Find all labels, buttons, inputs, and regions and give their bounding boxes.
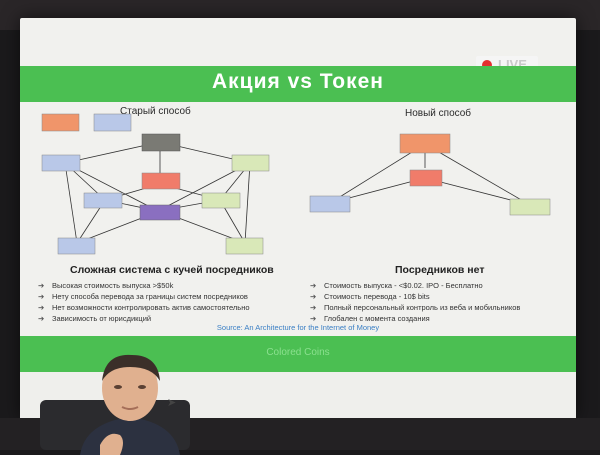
title-bar xyxy=(20,66,576,102)
arrow-icon: ➔ xyxy=(38,281,45,290)
diagram-node xyxy=(141,133,181,152)
diagram-node xyxy=(231,154,270,172)
list-item: ➔Полный персональный контроль из веба и … xyxy=(310,303,521,312)
new-way-heading: Новый способ xyxy=(405,108,472,119)
new-way-caption: Посредников нет xyxy=(395,264,485,276)
arrow-icon: ➔ xyxy=(310,281,317,290)
arrow-icon: ➔ xyxy=(310,292,317,301)
arrow-icon: ➔ xyxy=(38,314,45,323)
diagram-node xyxy=(57,237,96,255)
old-way-heading: Старый способ xyxy=(120,106,191,117)
arrow-icon: ➔ xyxy=(310,303,317,312)
presenter-person xyxy=(80,354,180,455)
list-item: ➔Нет возможности контролировать актив са… xyxy=(38,303,250,312)
diagram-node xyxy=(509,198,551,216)
old-way-caption: Сложная система с кучей посредников xyxy=(70,264,274,276)
diagram-node xyxy=(93,113,132,132)
diagram-node xyxy=(139,204,181,221)
diagram-node xyxy=(83,192,123,209)
diagram-node xyxy=(141,172,181,190)
diagram-node xyxy=(399,133,451,154)
arrow-icon: ➔ xyxy=(38,292,45,301)
diagram-node xyxy=(201,192,241,209)
list-item: ➔Нету способа перевода за границы систем… xyxy=(38,292,248,301)
list-item: ➔Глобален с момента создания xyxy=(310,314,430,323)
list-item: ➔Высокая стоимость выпуска >$50k xyxy=(38,281,174,290)
arrow-icon: ➔ xyxy=(310,314,317,323)
mouse-cursor-icon: ➤ xyxy=(167,397,177,409)
new-way-connections xyxy=(329,143,531,206)
list-item: ➔Зависимость от юрисдикций xyxy=(38,314,152,323)
old-way-bullets: ➔Высокая стоимость выпуска >$50k ➔Нету с… xyxy=(38,280,308,324)
diagram-node xyxy=(41,113,80,132)
list-item: ➔Стоимость выпуска - <$0.02. IPO - Беспл… xyxy=(310,281,483,290)
diagram-node xyxy=(41,154,81,172)
network-diagrams xyxy=(41,113,551,255)
source-link[interactable]: Source: An Architecture for the Internet… xyxy=(216,323,380,332)
footer-label: Colored Coins xyxy=(266,347,330,358)
slide-title: Акция vs Токен xyxy=(212,70,384,93)
new-way-bullets: ➔Стоимость выпуска - <$0.02. IPO - Беспл… xyxy=(310,280,570,324)
record-dot-icon xyxy=(482,60,492,70)
old-way-connections xyxy=(64,141,251,244)
diagram-node xyxy=(409,169,443,187)
diagram-node xyxy=(309,195,351,213)
diagram-node xyxy=(225,237,264,255)
list-item: ➔Стоимость перевода - 10$ bits xyxy=(310,292,430,301)
arrow-icon: ➔ xyxy=(38,303,45,312)
